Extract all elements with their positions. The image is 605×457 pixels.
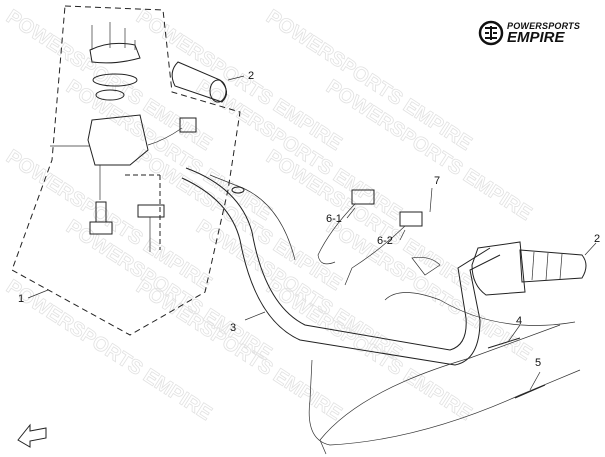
grip-top (171, 61, 245, 103)
callout-1: 1 (18, 293, 24, 305)
cable-5 (308, 359, 581, 446)
front-arrow-icon (17, 423, 47, 448)
watermark-text: POWERSPORTS EMPIRE (262, 6, 475, 155)
logo-line1: POWERSPORTS (507, 20, 581, 31)
throttle-cable (209, 174, 296, 261)
logo-line2: EMPIRE (507, 28, 565, 46)
callout-6-2: 6-2 (377, 235, 393, 247)
watermark-text: POWERSPORTS EMPIRE (2, 6, 215, 155)
callout-2-right: 2 (594, 233, 600, 245)
callout-5: 5 (535, 357, 541, 369)
throttle-housing-assembly (50, 22, 197, 252)
callout-2-top: 2 (248, 70, 254, 82)
callout-3: 3 (230, 322, 236, 334)
cable-4 (319, 324, 561, 455)
callout-7: 7 (434, 175, 440, 187)
cable-4-b (384, 292, 576, 326)
handlebar (181, 167, 501, 366)
switch-6-2 (344, 211, 441, 286)
watermark-text: POWERSPORTS EMPIRE (132, 6, 345, 155)
callout-4: 4 (516, 315, 522, 327)
right-switch-grip (471, 241, 597, 296)
empire-logo-icon (478, 20, 504, 46)
logo: POWERSPORTS EMPIRE (478, 20, 580, 46)
callout-6-1: 6-1 (326, 213, 342, 225)
switch-6-1 (317, 189, 375, 265)
assembly-1-boundary (11, 5, 241, 336)
